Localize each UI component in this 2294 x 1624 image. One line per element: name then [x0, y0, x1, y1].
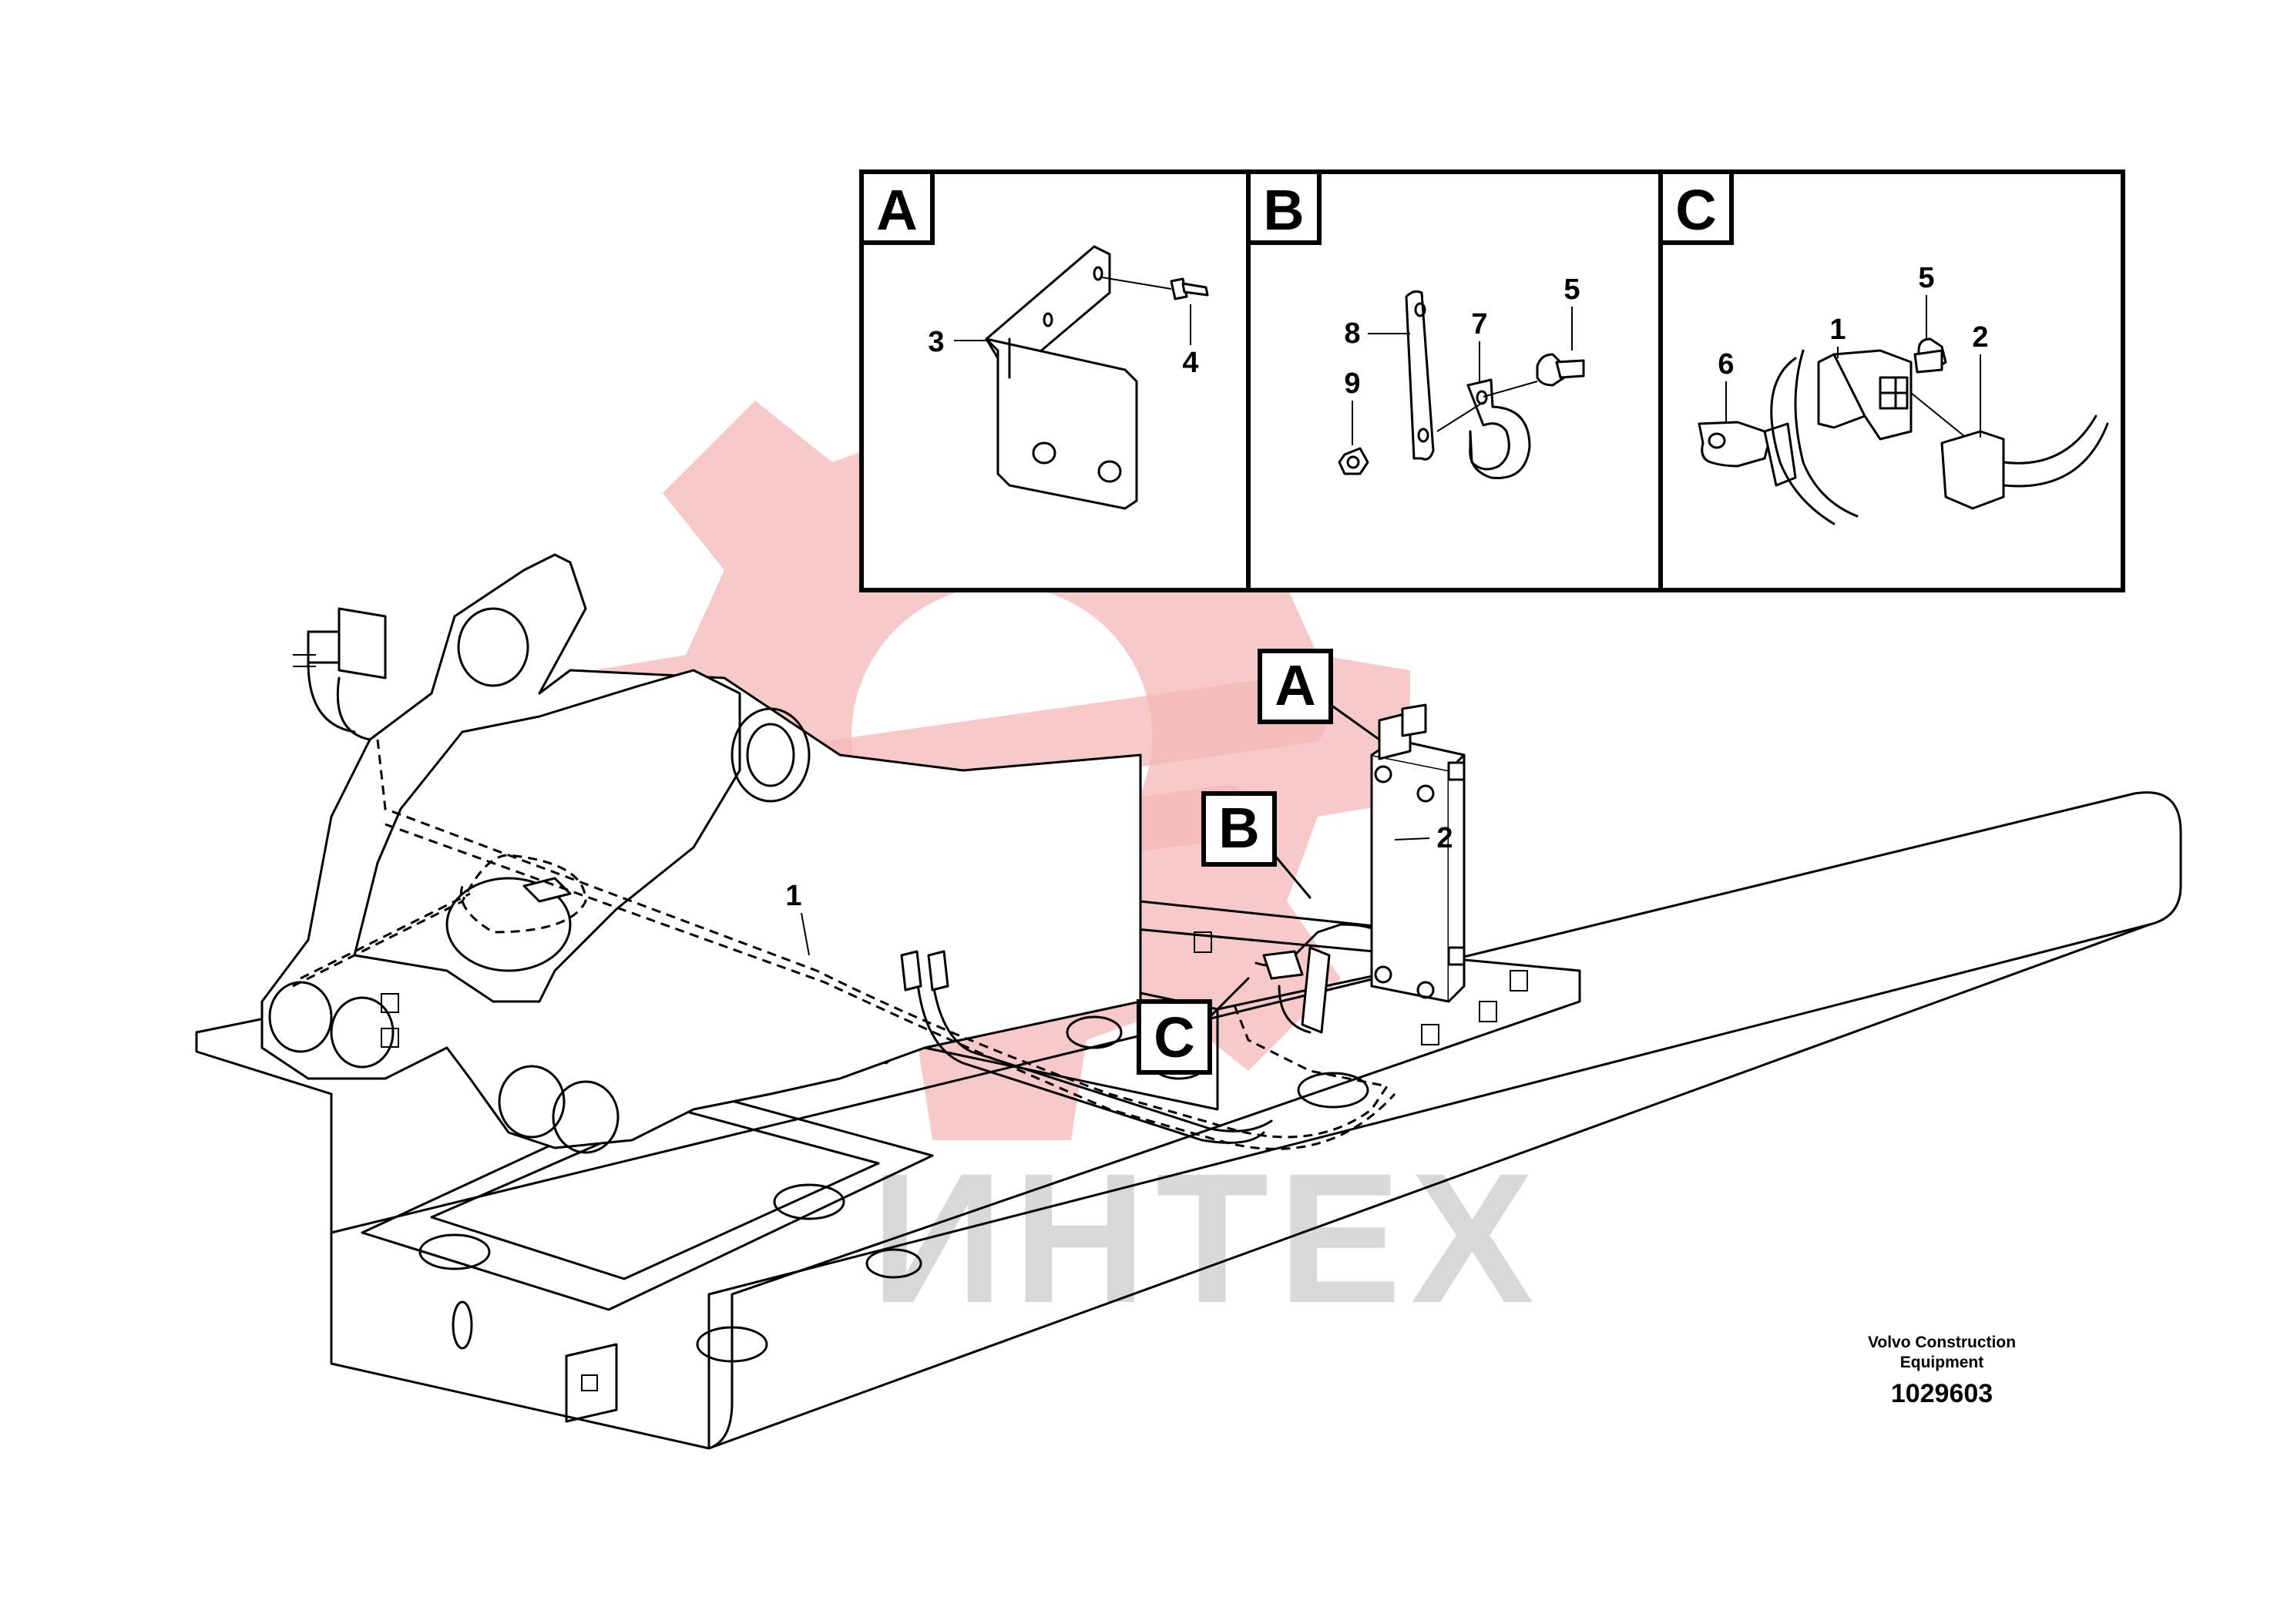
panel-a-callout-4: 4 [1182, 347, 1198, 379]
watermark-text: ИНТЕХ [871, 1135, 1543, 1341]
figure-caption: Volvo Construction Equipment 1029603 [1826, 1333, 2057, 1409]
detail-panel-b: B 8 7 5 9 [1246, 169, 1585, 479]
panel-c-callout-6: 6 [1718, 348, 1734, 381]
caption-company-line1: Volvo Construction [1867, 1334, 2017, 1351]
ref-label-c-main: C [1154, 1005, 1194, 1069]
caption-figure-number: 1029603 [1890, 1379, 1993, 1408]
panel-b-callout-8: 8 [1344, 317, 1360, 350]
panel-c-label: C [1675, 178, 1716, 242]
panel-b-label: B [1263, 178, 1304, 242]
panel-b-callout-5: 5 [1563, 273, 1580, 306]
panel-c-callout-5: 5 [1918, 262, 1934, 294]
ref-box-c-main [1137, 999, 1212, 1075]
detail-panel-c: C 5 6 1 2 [1658, 169, 2109, 525]
callout-2-main: 2 [1436, 822, 1453, 854]
panel-a-callout-3: 3 [928, 326, 944, 358]
panel-c-callout-2: 2 [1972, 321, 1988, 354]
panel-b-callout-7: 7 [1471, 308, 1487, 341]
switch-component [293, 607, 387, 741]
main-callouts: 1 2 A B C [785, 649, 1453, 1075]
panel-b-callout-9: 9 [1344, 367, 1360, 400]
callout-1-main: 1 [785, 880, 801, 912]
ref-box-a-main [1258, 649, 1333, 724]
ref-box-b-main [1201, 791, 1277, 867]
ref-label-a-main: A [1275, 653, 1315, 717]
caption-company-line2: Equipment [1899, 1354, 1984, 1371]
ref-label-b-main: B [1218, 796, 1259, 860]
panel-a-label: A [876, 178, 917, 242]
panel-c-callout-1: 1 [1829, 314, 1846, 346]
mounting-bracket-component [1262, 703, 1466, 1034]
detail-panel-a: A 3 4 [859, 169, 1209, 510]
